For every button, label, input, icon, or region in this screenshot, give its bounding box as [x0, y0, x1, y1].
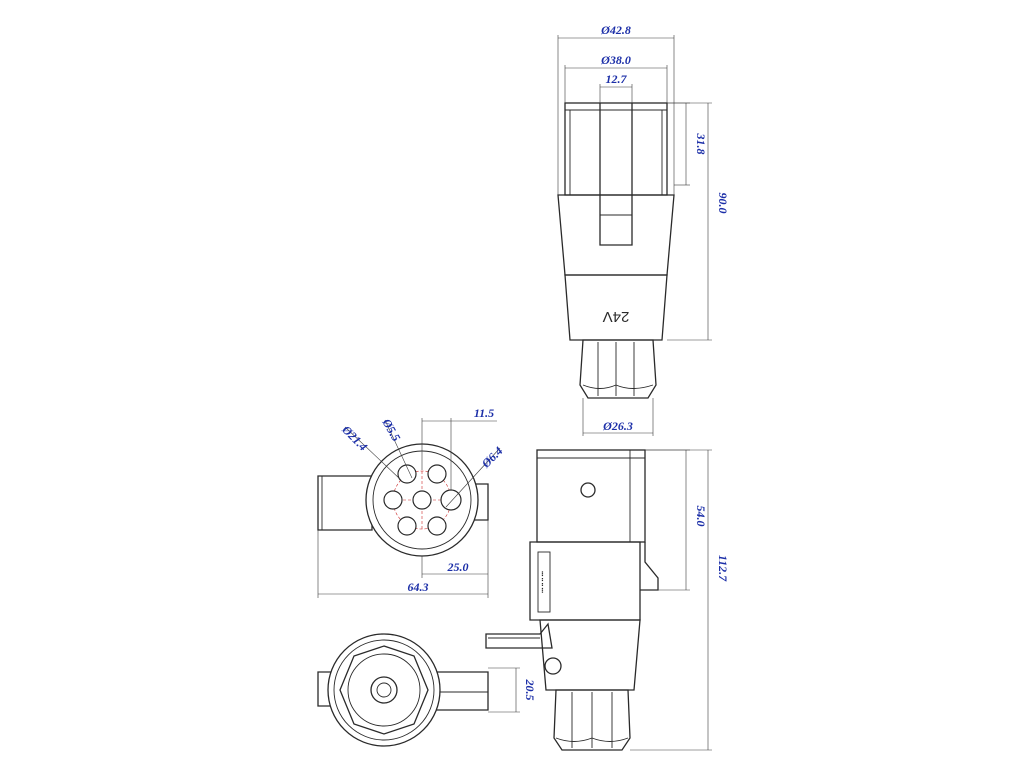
pin-upper-right — [427, 464, 447, 484]
side-view-nut — [553, 689, 631, 751]
side-view-body — [529, 541, 641, 621]
cable-hole — [370, 676, 398, 704]
pin-upper-left — [397, 464, 417, 484]
dim-overall-width: 64.3 — [408, 580, 429, 594]
dim-total-height: 90.0 — [716, 193, 730, 214]
bottom-view: 20.5 — [317, 633, 537, 747]
side-view-latch — [640, 542, 659, 591]
dim-overall-length: 112.7 — [716, 555, 730, 582]
side-view-label-plate — [537, 551, 551, 613]
pin-lower-right — [427, 516, 447, 536]
dim-outer-diameter: Ø42.8 — [600, 23, 631, 37]
top-view: 24V Ø42.8 Ø38.0 12.7 31.8 90.0 Ø26. — [557, 23, 730, 436]
dim-center-to-edge: 25.0 — [447, 560, 469, 574]
top-view-cable-nut — [579, 339, 657, 399]
dim-pin-diameter: Ø5.5 — [379, 415, 403, 443]
dim-nut-diameter: Ø26.3 — [602, 419, 633, 433]
bottom-view-nut — [339, 645, 429, 735]
front-view: 11.5 Ø21.4 Ø5.5 Ø6.4 25.0 64.3 — [317, 406, 505, 598]
dim-upper-height: 31.8 — [694, 133, 708, 155]
top-view-grip — [564, 274, 668, 341]
top-view-slot — [599, 103, 633, 246]
top-view-body — [557, 194, 675, 276]
dim-pin-offset: 11.5 — [474, 406, 494, 420]
bottom-view-body — [327, 633, 441, 747]
voltage-marking: 24V — [603, 308, 630, 325]
top-view-housing — [564, 102, 668, 196]
pin-large — [440, 489, 462, 511]
dim-inner-diameter: Ø38.0 — [600, 53, 631, 67]
pin-lower-left — [397, 516, 417, 536]
side-view-hole — [544, 657, 562, 675]
pin-left — [383, 490, 403, 510]
side-view-lower-body — [539, 619, 641, 691]
svg-text:▪▪▪ ▪▪ ▪▪ ▪▪▪: ▪▪▪ ▪▪ ▪▪ ▪▪▪ — [540, 571, 546, 593]
side-view: ▪▪▪ ▪▪ ▪▪ ▪▪▪ 54.0 112.7 — [485, 449, 730, 751]
pin-center — [412, 490, 432, 510]
dim-head-height: 54.0 — [694, 506, 708, 527]
dim-tab-height: 20.5 — [523, 679, 537, 701]
front-view-left-tab — [317, 475, 373, 531]
side-view-indicator — [580, 482, 596, 498]
side-view-lever — [485, 622, 553, 649]
dim-pin-circle: Ø21.4 — [339, 422, 371, 454]
dim-slot-width: 12.7 — [606, 72, 628, 86]
